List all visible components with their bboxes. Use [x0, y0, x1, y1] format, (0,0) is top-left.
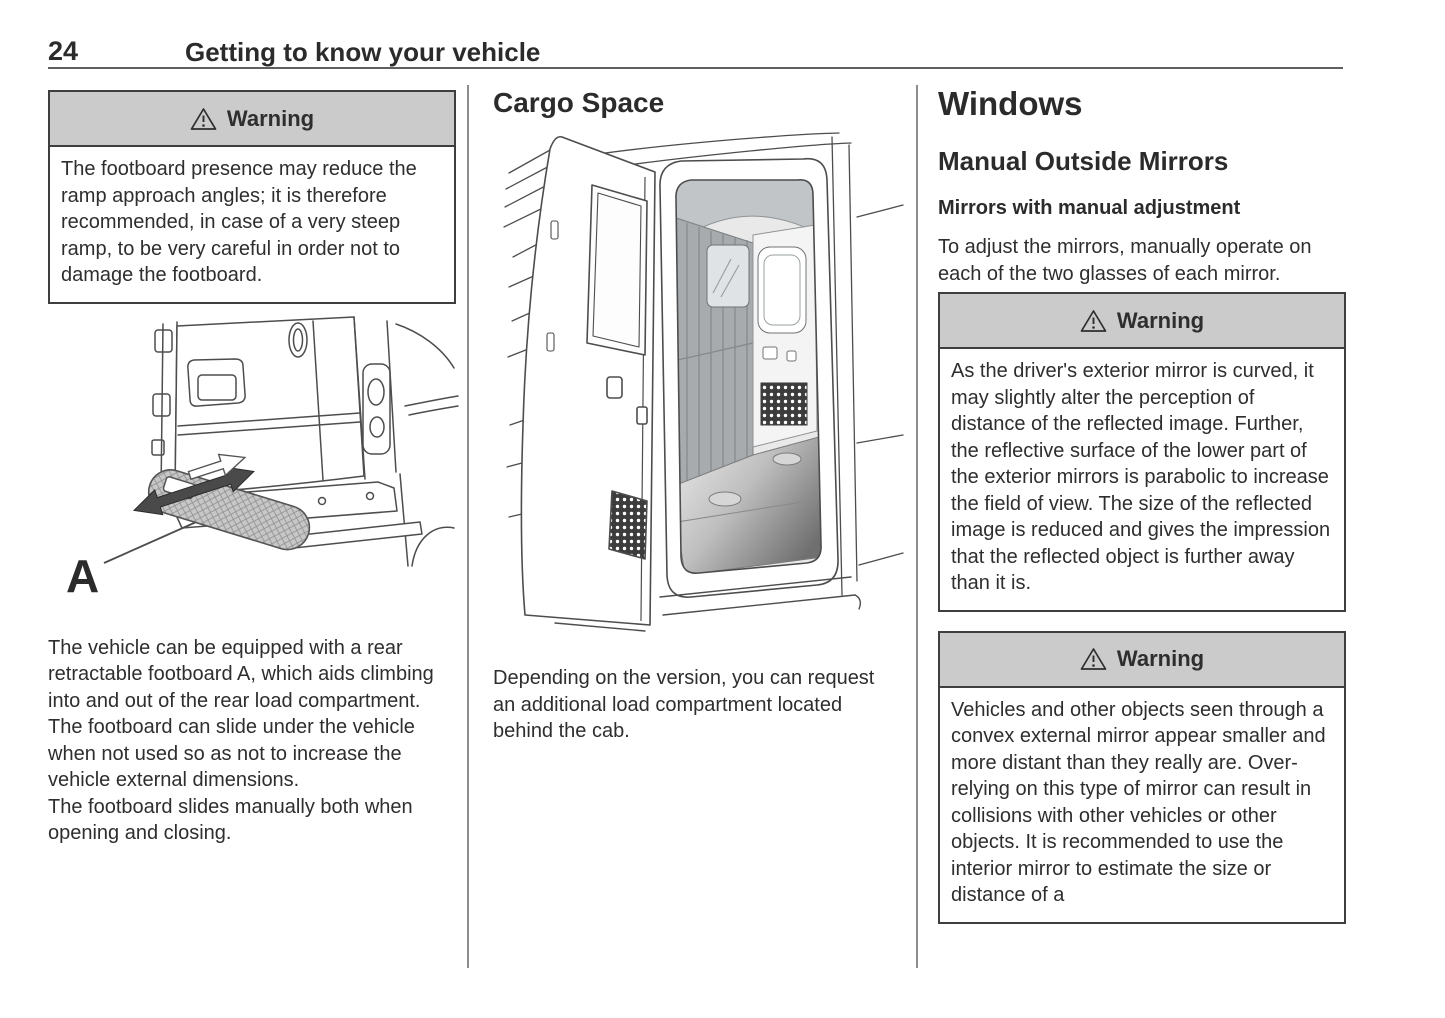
column-divider-left: [467, 85, 469, 968]
mirrors-paragraph: To adjust the mirrors, manually operate …: [938, 236, 1312, 285]
warning-box-convex-mirror: Warning Vehicles and other objects seen …: [938, 630, 1346, 924]
paragraph: The footboard can slide under the vehicl…: [48, 716, 415, 791]
warning-title: Warning: [226, 105, 315, 131]
right-column: Windows Manual Outside Mirrors Mirrors w…: [938, 85, 1346, 924]
cargo-space-heading: Cargo Space: [493, 87, 665, 118]
cargo-space-illustration: [503, 132, 904, 632]
footboard-label-a: A: [66, 550, 99, 602]
warning-triangle-icon: [1080, 309, 1107, 333]
windows-heading: Windows: [938, 85, 1083, 122]
slide-arrow-outline: [187, 453, 247, 480]
paragraph: The vehicle can be equipped with a rear …: [48, 636, 434, 712]
warning-header: Warning: [50, 92, 454, 147]
warning-box-mirror-curved: Warning As the driver's exterior mirror …: [938, 292, 1346, 612]
page-number: 24: [48, 36, 79, 66]
page-header-title: Getting to know your vehicle: [185, 37, 541, 67]
left-column: Warning The footboard presence may reduc…: [48, 85, 459, 847]
middle-column: Cargo Space: [481, 85, 907, 745]
warning-title: Warning: [1116, 307, 1205, 333]
slide-arrow-dark: [132, 465, 255, 515]
warning-header: Warning: [940, 632, 1344, 688]
cargo-space-paragraph: Depending on the version, you can reques…: [493, 667, 875, 742]
warning-box-footboard: Warning The footboard presence may reduc…: [48, 90, 456, 304]
warning-title: Warning: [1116, 646, 1205, 671]
warning-body: Vehicles and other objects seen through …: [951, 698, 1326, 907]
mirrors-manual-adjustment-heading: Mirrors with manual adjustment: [938, 197, 1241, 219]
warning-header: Warning: [940, 294, 1344, 349]
header-rule: [48, 67, 1343, 69]
warning-body: The footboard presence may reduce the ra…: [61, 158, 417, 286]
warning-triangle-icon: [190, 107, 217, 131]
paragraph: The footboard slides manually both when …: [48, 795, 413, 845]
manual-outside-mirrors-heading: Manual Outside Mirrors: [938, 146, 1229, 176]
footboard-paragraphs: The vehicle can be equipped with a rear …: [48, 635, 456, 847]
warning-triangle-icon: [1080, 647, 1107, 671]
warning-body: As the driver's exterior mirror is curve…: [951, 360, 1331, 594]
footboard-illustration: A: [66, 315, 459, 602]
column-divider-right: [916, 85, 918, 968]
